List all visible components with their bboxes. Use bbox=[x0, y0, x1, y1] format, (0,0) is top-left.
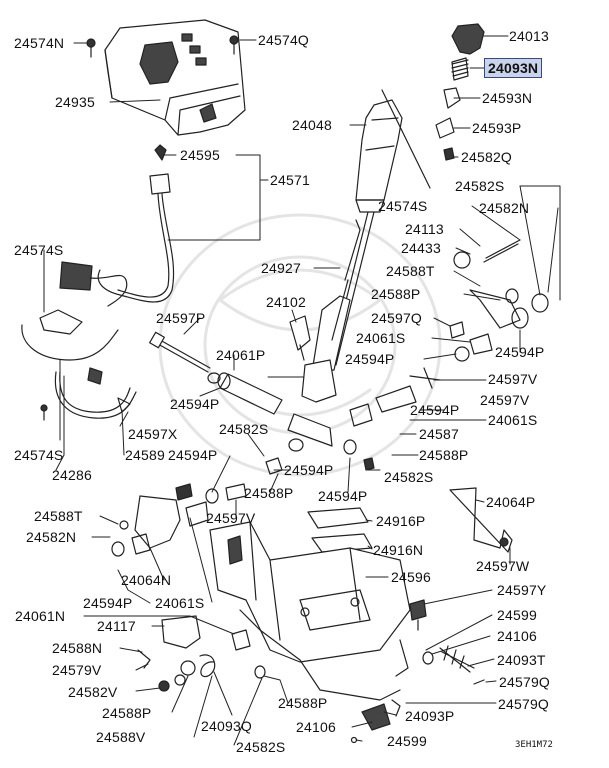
part-label-24588t[interactable]: 24588T bbox=[386, 263, 435, 279]
part-label-24916p[interactable]: 24916P bbox=[376, 513, 426, 529]
lower-left-parts bbox=[137, 615, 266, 692]
callout-leaders bbox=[43, 35, 561, 746]
part-label-24579q[interactable]: 24579Q bbox=[499, 674, 551, 690]
part-label-24588n[interactable]: 24588N bbox=[52, 640, 103, 656]
part-label-24595[interactable]: 24595 bbox=[180, 147, 220, 163]
part-label-24588p[interactable]: 24588P bbox=[244, 485, 294, 501]
part-label-24594p[interactable]: 24594P bbox=[318, 488, 368, 504]
part-label-24574s[interactable]: 24574S bbox=[14, 447, 64, 463]
leader-line bbox=[381, 89, 431, 189]
part-label-24102[interactable]: 24102 bbox=[266, 294, 306, 310]
part-label-24597v[interactable]: 24597V bbox=[488, 371, 538, 387]
part-label-24582s[interactable]: 24582S bbox=[219, 421, 269, 437]
part-label-24582v[interactable]: 24582V bbox=[68, 684, 118, 700]
part-label-24061s[interactable]: 24061S bbox=[155, 595, 205, 611]
part-label-24594p[interactable]: 24594P bbox=[170, 396, 220, 412]
part-label-24593n[interactable]: 24593N bbox=[482, 90, 533, 106]
part-label-24935[interactable]: 24935 bbox=[55, 94, 95, 110]
console-cover-24935 bbox=[104, 19, 246, 136]
part-label-24093t[interactable]: 24093T bbox=[497, 652, 546, 668]
part-label-24064n[interactable]: 24064N bbox=[121, 572, 172, 588]
part-label-24597v[interactable]: 24597V bbox=[206, 510, 256, 526]
part-label-24594p[interactable]: 24594P bbox=[345, 351, 395, 367]
part-label-24588p[interactable]: 24588P bbox=[102, 705, 152, 721]
part-label-24597y[interactable]: 24597Y bbox=[497, 582, 547, 598]
part-label-24013[interactable]: 24013 bbox=[509, 28, 549, 44]
shift-lever-24048 bbox=[301, 99, 403, 403]
collar-24061p bbox=[217, 372, 283, 415]
part-label-24596[interactable]: 24596 bbox=[391, 569, 431, 585]
shift-cable-24927 bbox=[289, 219, 361, 361]
part-label-24589[interactable]: 24589 bbox=[125, 447, 165, 463]
part-label-24061s[interactable]: 24061S bbox=[356, 330, 406, 346]
part-label-24093p[interactable]: 24093P bbox=[405, 708, 455, 724]
part-label-24588p[interactable]: 24588P bbox=[278, 695, 328, 711]
lower-right-parts bbox=[350, 599, 485, 744]
base-assembly-24596 bbox=[209, 521, 411, 701]
part-label-24582n[interactable]: 24582N bbox=[26, 529, 77, 545]
part-label-24588t[interactable]: 24588T bbox=[34, 508, 83, 524]
part-label-24597q[interactable]: 24597Q bbox=[371, 310, 423, 326]
part-label-24106[interactable]: 24106 bbox=[296, 719, 336, 735]
part-label-24571[interactable]: 24571 bbox=[270, 172, 310, 188]
part-label-24061s[interactable]: 24061S bbox=[488, 412, 538, 428]
part-label-24582s[interactable]: 24582S bbox=[236, 739, 286, 755]
part-label-24582q[interactable]: 24582Q bbox=[461, 149, 513, 165]
part-label-24286[interactable]: 24286 bbox=[52, 467, 92, 483]
part-label-24106[interactable]: 24106 bbox=[497, 628, 537, 644]
part-label-24579v[interactable]: 24579V bbox=[52, 662, 102, 678]
part-label-24594p[interactable]: 24594P bbox=[168, 447, 218, 463]
part-label-24061p[interactable]: 24061P bbox=[216, 347, 266, 363]
part-label-24574s[interactable]: 24574S bbox=[378, 198, 428, 214]
part-label-24064p[interactable]: 24064P bbox=[486, 494, 536, 510]
wire-harness bbox=[21, 144, 175, 421]
part-label-24594p[interactable]: 24594P bbox=[495, 344, 545, 360]
part-label-24599[interactable]: 24599 bbox=[497, 607, 537, 623]
part-label-24093n-highlighted[interactable]: 24093N bbox=[484, 58, 543, 78]
part-label-24588p[interactable]: 24588P bbox=[419, 447, 469, 463]
diagram-code: 3EH1M72 bbox=[515, 740, 553, 750]
part-label-24574s[interactable]: 24574S bbox=[14, 242, 64, 258]
part-label-24048[interactable]: 24048 bbox=[292, 117, 332, 133]
part-label-24927[interactable]: 24927 bbox=[261, 260, 301, 276]
part-label-24113[interactable]: 24113 bbox=[405, 221, 444, 237]
part-label-24594p[interactable]: 24594P bbox=[284, 462, 334, 478]
part-label-24117[interactable]: 24117 bbox=[97, 618, 136, 634]
part-label-24916n[interactable]: 24916N bbox=[373, 542, 424, 558]
part-label-24433[interactable]: 24433 bbox=[401, 240, 441, 256]
part-label-24582s[interactable]: 24582S bbox=[455, 178, 505, 194]
slide-plates bbox=[307, 507, 373, 553]
screw-icon bbox=[86, 35, 239, 58]
bracket-24064p bbox=[449, 487, 513, 553]
part-label-24597w[interactable]: 24597W bbox=[476, 558, 530, 574]
part-label-24597x[interactable]: 24597X bbox=[128, 426, 178, 442]
part-label-24093q[interactable]: 24093Q bbox=[201, 718, 253, 734]
bolt-24597p bbox=[149, 331, 221, 384]
part-label-24597p[interactable]: 24597P bbox=[156, 310, 206, 326]
mid-left-parts bbox=[111, 483, 247, 557]
part-label-24588v[interactable]: 24588V bbox=[96, 729, 146, 745]
part-label-24587[interactable]: 24587 bbox=[419, 426, 459, 442]
part-label-24061n[interactable]: 24061N bbox=[15, 608, 66, 624]
part-label-24582n[interactable]: 24582N bbox=[479, 200, 530, 216]
part-label-24594p[interactable]: 24594P bbox=[83, 595, 133, 611]
part-label-24579q[interactable]: 24579Q bbox=[498, 696, 550, 712]
shift-knob-button-parts bbox=[435, 23, 485, 161]
part-label-24593p[interactable]: 24593P bbox=[472, 120, 522, 136]
part-label-24574n[interactable]: 24574N bbox=[14, 35, 65, 51]
part-label-24588p[interactable]: 24588P bbox=[371, 286, 421, 302]
part-label-24582s[interactable]: 24582S bbox=[384, 469, 434, 485]
part-label-24599[interactable]: 24599 bbox=[387, 733, 427, 749]
part-label-24574q[interactable]: 24574Q bbox=[258, 32, 310, 48]
part-label-24597v[interactable]: 24597V bbox=[480, 392, 530, 408]
part-label-24594p[interactable]: 24594P bbox=[410, 402, 460, 418]
